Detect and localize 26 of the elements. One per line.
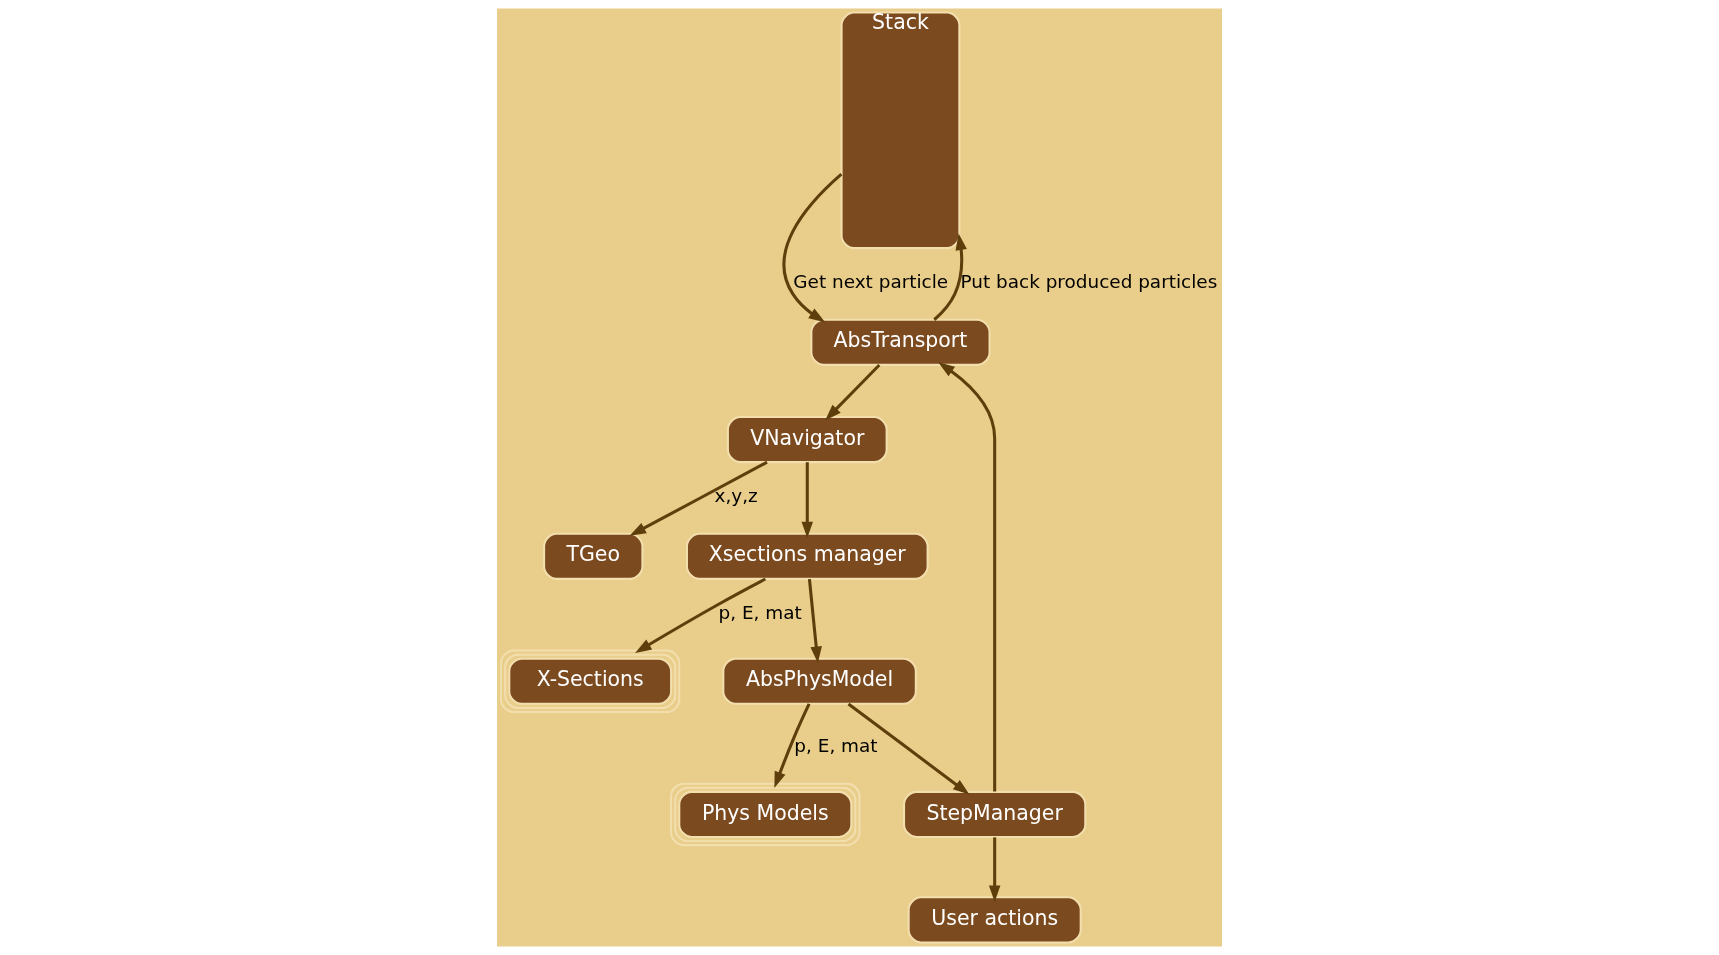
node-box: AbsPhysModel <box>722 657 917 705</box>
node-box: StepManager <box>903 790 1087 838</box>
arrow <box>847 702 970 795</box>
node-box: AbsTransport <box>810 318 991 366</box>
edge-label: Put back produced particles <box>960 271 1218 293</box>
node-box: Stack <box>840 11 961 250</box>
arrow <box>938 362 997 792</box>
arrow <box>782 173 843 323</box>
edge-label: Get next particle <box>793 271 949 293</box>
edge-label: x,y,z <box>714 485 758 507</box>
node-box: X-Sections <box>500 649 681 714</box>
arrow <box>933 233 967 321</box>
edge-label: p, E, mat <box>794 735 878 757</box>
node-box: User actions <box>907 896 1082 944</box>
arrow <box>825 363 881 421</box>
arrow <box>629 460 768 536</box>
arrow <box>635 577 767 653</box>
edge-label: p, E, mat <box>718 602 802 624</box>
arrow <box>807 578 822 663</box>
arrow <box>774 703 811 789</box>
node-box: Phys Models <box>670 782 861 847</box>
node-box: Xsections manager <box>685 532 929 580</box>
arrow <box>801 462 814 539</box>
arrow <box>988 837 1001 902</box>
node-box: VNavigator <box>726 416 888 464</box>
node-box: TGeo <box>543 532 644 580</box>
